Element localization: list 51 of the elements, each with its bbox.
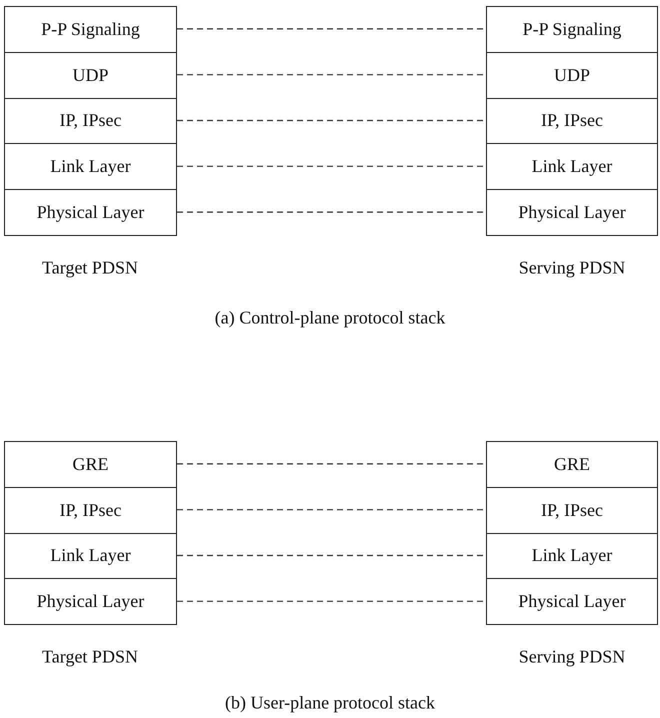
protocol-layer-box: [4, 143, 177, 190]
protocol-layer-box: [4, 52, 177, 99]
protocol-layer-box: [4, 578, 177, 626]
protocol-layer-box: [486, 98, 658, 144]
layer-name: IP, IPsec: [60, 110, 122, 132]
layer-name: UDP: [554, 64, 590, 86]
dashed-connector: [177, 166, 486, 167]
protocol-layer-box: [4, 486, 177, 534]
layer-name: Physical Layer: [36, 591, 144, 612]
layer-name: Physical Layer: [36, 202, 144, 224]
stack-name: Target PDSN: [42, 646, 138, 668]
protocol-layer-box: [486, 6, 658, 53]
layer-name: IP, IPsec: [541, 110, 603, 132]
dashed-connector: [177, 463, 486, 464]
dashed-connector: [177, 554, 486, 556]
layer-name: Physical Layer: [518, 202, 626, 224]
dashed-connector: [177, 74, 486, 76]
stack-name: Serving PDSN: [518, 646, 626, 668]
layer-name: P-P Signaling: [522, 18, 622, 40]
protocol-layer-box: [486, 532, 658, 580]
layer-name: IP, IPsec: [60, 500, 122, 521]
dashed-connector: [177, 600, 486, 602]
layer-name: P-P Signaling: [41, 18, 140, 40]
layer-name: Link Layer: [532, 545, 612, 566]
protocol-layer-box: [486, 578, 658, 626]
stack-name: Serving PDSN: [518, 258, 626, 278]
layer-name: Physical Layer: [518, 591, 626, 612]
layer-name: Link Layer: [50, 545, 131, 566]
layer-name: IP, IPsec: [541, 500, 603, 521]
layer-name: Link Layer: [532, 156, 612, 178]
protocol-layer-box: [4, 532, 177, 580]
protocol-layer-box: [4, 189, 177, 236]
protocol-layer-box: [486, 486, 658, 534]
layer-name: Link Layer: [50, 156, 131, 178]
layer-name: GRE: [554, 454, 590, 475]
figure-caption: (a) Control-plane protocol stack: [214, 308, 446, 328]
protocol-layer-box: [486, 189, 658, 236]
figure-caption: (b) User-plane protocol stack: [224, 692, 436, 714]
dashed-connector: [177, 28, 486, 30]
dashed-connector: [177, 509, 486, 510]
layer-name: GRE: [72, 454, 108, 475]
protocol-layer-box: [486, 52, 658, 99]
protocol-layer-box: [486, 441, 658, 488]
dashed-connector: [177, 212, 486, 213]
layer-name: UDP: [72, 64, 108, 86]
protocol-layer-box: [486, 143, 658, 190]
protocol-layer-box: [4, 6, 177, 53]
protocol-layer-box: [4, 441, 177, 488]
dashed-connector: [177, 120, 486, 122]
protocol-layer-box: [4, 98, 177, 144]
stack-name: Target PDSN: [42, 258, 138, 278]
